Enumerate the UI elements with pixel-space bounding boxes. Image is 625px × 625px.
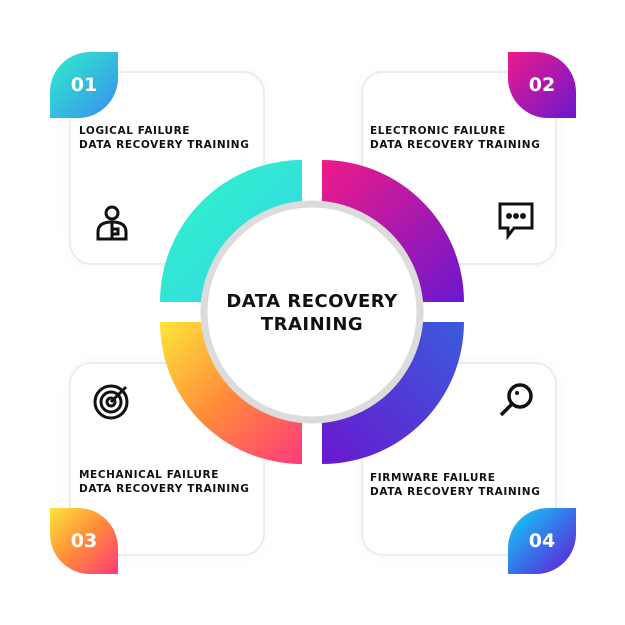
badge-number: 03 xyxy=(70,530,98,552)
badge-number: 01 xyxy=(70,74,98,96)
doctor-icon xyxy=(96,205,128,241)
target-icon xyxy=(93,384,129,420)
center-circle xyxy=(200,200,424,424)
badge-number: 04 xyxy=(528,530,556,552)
badge-04: 04 xyxy=(508,508,576,574)
badge-number: 02 xyxy=(528,74,556,96)
chat-bubble-icon xyxy=(498,202,534,240)
magnifier-icon xyxy=(499,383,533,417)
